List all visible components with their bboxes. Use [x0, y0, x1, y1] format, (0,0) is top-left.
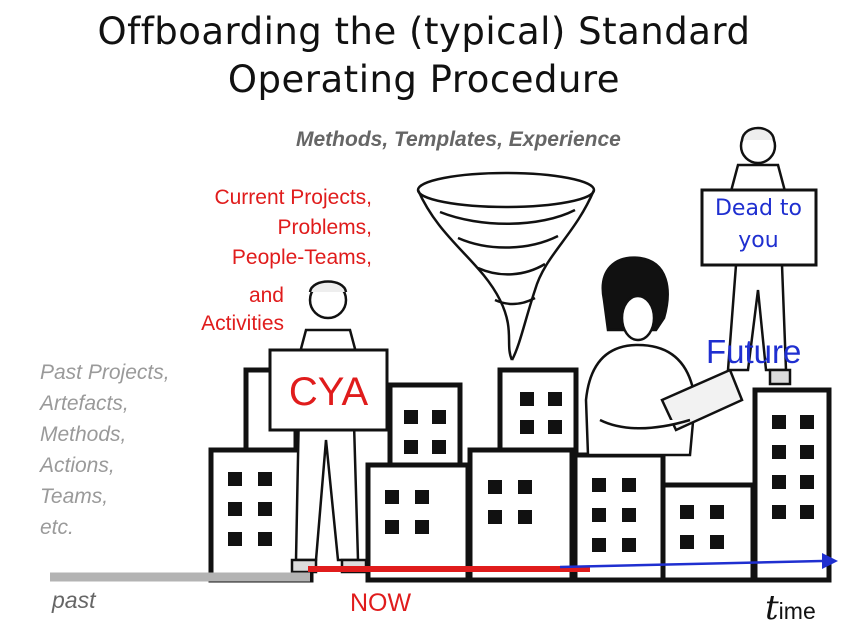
past-item: etc.	[40, 516, 74, 539]
past-item: Artefacts,	[40, 392, 129, 415]
man-with-dead-sign	[726, 126, 792, 386]
time-rest: ime	[778, 598, 816, 624]
dead-sign-line-1: Dead to	[714, 196, 802, 221]
woman-with-laptop	[584, 256, 744, 457]
past-item: Methods,	[40, 423, 127, 446]
current-line-3: People-Teams,	[231, 246, 372, 269]
dead-sign-line-2: you	[738, 228, 779, 253]
future-arrowhead	[822, 553, 838, 569]
subtitle: Methods, Templates, Experience	[296, 128, 621, 151]
building-windows	[228, 392, 814, 552]
title-line-2: Operating Procedure	[227, 58, 621, 101]
current-line-1: Current Projects,	[214, 186, 372, 209]
tornado-drawing	[416, 171, 596, 361]
past-items-list: Past Projects, Artefacts, Methods, Actio…	[40, 357, 170, 543]
time-label: time	[765, 588, 816, 628]
current-and: and	[248, 284, 284, 307]
future-timeline	[559, 559, 823, 569]
future-label: Future	[706, 333, 802, 370]
current-activities: Activities	[201, 312, 284, 335]
past-item: Teams,	[40, 485, 109, 508]
past-item: Past Projects,	[40, 361, 170, 384]
dead-sign-text: Dead to you	[701, 193, 816, 257]
title-line-1: Offboarding the (typical) Standard	[97, 10, 751, 53]
now-label: NOW	[350, 589, 412, 617]
cya-sign-text: CYA	[288, 370, 369, 414]
past-label: past	[52, 587, 96, 613]
current-line-2: Problems,	[277, 216, 372, 239]
current-items: Current Projects, Problems, People-Teams…	[150, 183, 372, 273]
time-t: t	[765, 588, 779, 628]
past-item: Actions,	[40, 454, 115, 477]
dead-sign-board	[700, 188, 818, 267]
cya-sign-board	[268, 348, 389, 432]
